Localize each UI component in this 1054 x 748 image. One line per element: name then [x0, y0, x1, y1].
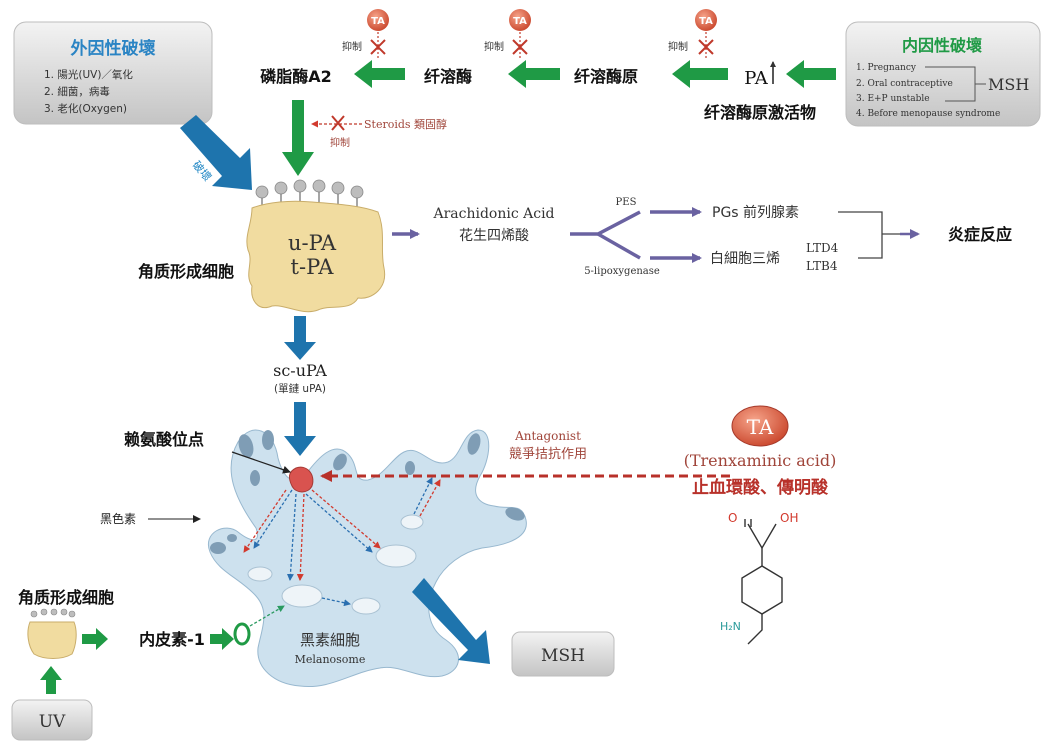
green-arrow: [672, 60, 728, 88]
external-damage-item: 3. 老化(Oxygen): [44, 102, 127, 115]
top-chain: 磷脂酶A2 纤溶酶 纤溶酶原 PA 纤溶酶原激活物: [260, 60, 836, 176]
ta-structure: [741, 519, 783, 645]
green-arrow: [786, 60, 836, 88]
internal-damage-title: 内因性破壞: [902, 36, 982, 55]
ta-formula-oh: OH: [780, 511, 798, 525]
melanocyte-name-en: Melanosome: [295, 653, 366, 666]
external-damage-item: 2. 細菌，病毒: [44, 85, 110, 98]
keratinocyte-small-label: 角质形成细胞: [18, 588, 114, 607]
blue-down-arrow: [284, 316, 316, 360]
melanin-granules: [210, 430, 525, 554]
melanocyte-name-zh: 黑素細胞: [300, 631, 360, 649]
uv-label: UV: [39, 712, 66, 732]
steroids-label: Steroids 類固醇: [364, 117, 447, 131]
ta-zh-name: 止血環酸、傳明酸: [692, 477, 829, 498]
antagonist-arrow: Antagonist 競爭拮抗作用: [320, 429, 730, 482]
melanosome-vesicles: [247, 514, 424, 615]
phospholipase-label: 磷脂酶A2: [260, 67, 332, 86]
keratinocyte-small: [27, 608, 77, 659]
internal-damage-item: 4. Before menopause syndrome: [856, 109, 1000, 119]
ta-inhibitor-2: TA 抑制: [484, 9, 531, 60]
scupa-sub: (單鏈 uPA): [274, 382, 326, 395]
inhibit-label: 抑制: [342, 40, 362, 53]
blue-down-arrow: [284, 402, 316, 456]
pes-label: PES: [616, 197, 637, 208]
ta-badge-small: TA: [699, 16, 713, 27]
internal-damage-item: 1. Pregnancy: [856, 63, 917, 73]
internal-damage-item: 2. Oral contraceptive: [856, 79, 953, 89]
scupa-label: sc-uPA: [273, 361, 327, 380]
melanin-label: 黑色素: [100, 512, 136, 526]
ta-badge: TA: [747, 415, 774, 439]
pa-label: PA: [744, 68, 768, 89]
ta-inhibitor-1: TA 抑制: [342, 9, 389, 60]
external-damage-box: 外因性破壞 1. 陽光(UV)／氧化 2. 細菌，病毒 3. 老化(Oxygen…: [13, 21, 213, 125]
inflammation-pathway: Arachidonic Acid 花生四烯酸 PES 5-lipoxygenas…: [392, 197, 1012, 277]
plasmin-label: 纤溶酶: [424, 67, 472, 86]
keratinocyte-label: 角质形成细胞: [138, 262, 234, 281]
pgs-label: PGs 前列腺素: [712, 204, 799, 221]
ta-formula-o: O: [728, 511, 737, 525]
arachidonic-en: Arachidonic Acid: [432, 206, 554, 222]
upa-label: u-PA: [288, 231, 337, 255]
plasminogen-label: 纤溶酶原: [574, 67, 638, 86]
internal-damage-item: 3. E+P unstable: [856, 94, 930, 104]
tpa-label: t-PA: [291, 255, 335, 279]
ta-full-name: (Trenxaminic acid): [684, 451, 837, 470]
endothelin-label: 内皮素-1: [139, 630, 205, 649]
lysine-site-label: 赖氨酸位点: [124, 430, 204, 449]
lipoxygenase-label: 5-lipoxygenase: [584, 266, 660, 277]
antagonist-zh: 競爭拮抗作用: [509, 447, 587, 462]
green-arrow: [354, 60, 405, 88]
bottom-left-pathway: 角质形成细胞 内皮素-1 UV: [11, 588, 234, 741]
ta-badge-small: TA: [371, 16, 385, 27]
green-arrow: [508, 60, 560, 88]
inhibit-label: 抑制: [484, 40, 504, 53]
inhibit-label: 抑制: [668, 40, 688, 53]
antagonist-en: Antagonist: [514, 429, 581, 443]
msh-label: MSH: [541, 646, 585, 666]
damage-arrow: 破壞: [180, 115, 252, 190]
endothelin-receptor: [233, 622, 251, 646]
steroids-inhibitor: Steroids 類固醇 抑制: [311, 115, 447, 149]
signal-arrows: [243, 477, 441, 627]
inflammation-result: 炎症反应: [948, 225, 1012, 244]
ltd4-label: LTD4: [806, 241, 839, 255]
phospholipid-heads: [255, 179, 364, 212]
lysine-pointer: [231, 451, 291, 474]
external-damage-title: 外因性破壞: [71, 38, 156, 59]
external-damage-item: 1. 陽光(UV)／氧化: [44, 68, 133, 81]
arachidonic-zh: 花生四烯酸: [459, 228, 529, 244]
ta-formula-amine: H₂N: [720, 620, 741, 633]
ta-info: TA (Trenxaminic acid) 止血環酸、傳明酸 O OH H₂N: [684, 405, 837, 645]
pa-activator-label: 纤溶酶原激活物: [704, 103, 816, 122]
inhibit-label: 抑制: [330, 136, 350, 149]
msh-box: MSH: [412, 578, 615, 677]
leukotriene-label: 白細胞三烯: [710, 251, 780, 267]
lysine-receptor: [288, 466, 314, 493]
internal-msh-label: MSH: [988, 75, 1029, 94]
ta-inhibitor-3: TA 抑制: [668, 9, 717, 60]
internal-damage-box: 内因性破壞 1. Pregnancy 2. Oral contraceptive…: [845, 21, 1041, 127]
green-down-arrow: [282, 100, 314, 176]
ta-badge-small: TA: [513, 16, 527, 27]
melanocyte: 黑素細胞 Melanosome: [207, 429, 527, 688]
keratinocyte-main: u-PA t-PA 角质形成细胞: [138, 179, 386, 313]
ltb4-label: LTB4: [806, 259, 838, 273]
